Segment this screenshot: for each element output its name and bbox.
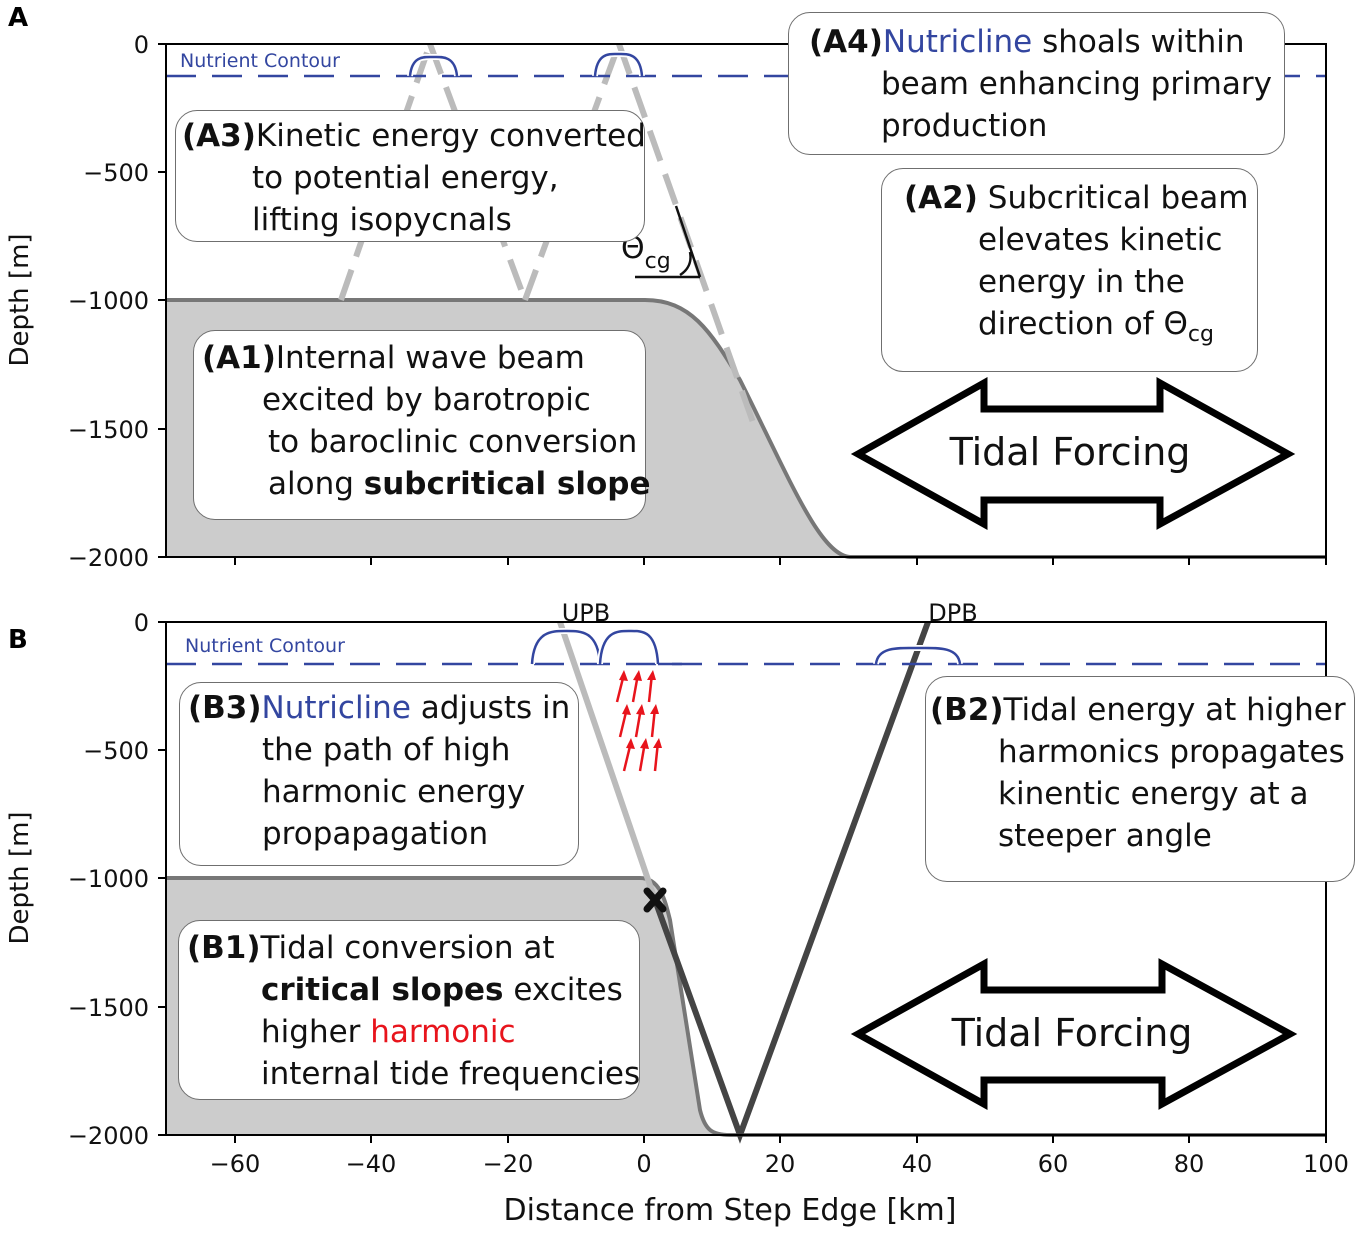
callout-emphasis: subcritical slope <box>363 466 651 502</box>
callout-text: Tidal energy at higher <box>1003 692 1346 728</box>
callout-text: beam enhancing primary <box>881 66 1272 102</box>
red-arrow-icon <box>615 670 628 703</box>
panel-b-ytick: −500 <box>83 737 149 765</box>
xtick-label: 80 <box>1174 1150 1205 1178</box>
xtick-label: 60 <box>1038 1150 1069 1178</box>
xtick-label: −40 <box>346 1150 397 1178</box>
panel-a-yaxis <box>158 43 166 558</box>
xtick-label: −20 <box>483 1150 534 1178</box>
xtick-label: 100 <box>1303 1150 1349 1178</box>
callout-text: lifting isopycnals <box>252 202 512 238</box>
panel-a-ytick: 0 <box>134 31 149 59</box>
callout-text: Subcritical beam <box>987 180 1249 216</box>
theta-cg-marker <box>635 205 702 279</box>
xaxis-label: Distance from Step Edge [km] <box>504 1193 957 1228</box>
panel-a-ytick: −2000 <box>68 544 149 572</box>
callout-text: internal tide frequencies <box>261 1056 641 1092</box>
callout-text: excited by barotropic <box>262 382 591 418</box>
callout-text: shoals within <box>1032 24 1245 60</box>
xtick-label: 20 <box>765 1150 796 1178</box>
callout-text: kinentic energy at a <box>998 776 1309 812</box>
callout-emphasis: critical slopes <box>261 972 504 1008</box>
callout-tag: (B1) <box>187 930 261 966</box>
critical-point-x-icon <box>643 887 667 913</box>
beam-upb-light <box>557 621 658 901</box>
panel-a-tidal-forcing-label: Tidal Forcing <box>949 430 1191 474</box>
nutricline-term: Nutricline <box>261 690 411 726</box>
callout-a3: (A3)Kinetic energy converted to potentia… <box>175 110 646 242</box>
panel-a-label: A <box>8 3 28 33</box>
panel-a-ylabel: Depth [m] <box>5 233 35 366</box>
callout-tag: (A3) <box>182 118 256 154</box>
panel-b-ytick: −1500 <box>68 994 149 1022</box>
callout-a2: (A2) Subcritical beam elevates kinetic e… <box>881 168 1258 372</box>
panel-a-ytick: −1500 <box>68 416 149 444</box>
callout-text: direction of Θ <box>978 306 1188 342</box>
callout-a1: (A1)Internal wave beam excited by barotr… <box>193 330 651 520</box>
callout-b1: (B1)Tidal conversion at critical slopes … <box>178 920 640 1100</box>
panel-b-ytick: 0 <box>134 609 149 637</box>
panel-b-ytick: −2000 <box>68 1122 149 1150</box>
panel-a-ytick: −500 <box>83 159 149 187</box>
callout-text: energy in the <box>978 264 1185 300</box>
panel-b-ytick: −1000 <box>68 865 149 893</box>
callout-b2: (B2)Tidal energy at higher harmonics pro… <box>925 676 1355 882</box>
xtick-label: 40 <box>902 1150 933 1178</box>
panel-b-tidal-forcing-label: Tidal Forcing <box>951 1011 1193 1055</box>
xtick-label: −60 <box>210 1150 261 1178</box>
panel-b-nutrient-contour <box>166 627 1326 666</box>
beam-dark <box>652 620 931 1144</box>
callout-text: to potential energy, <box>252 160 559 196</box>
red-arrow-icon <box>618 704 631 738</box>
callout-text: Internal wave beam <box>275 340 585 376</box>
panel-a-tidal-forcing-arrow <box>850 377 1296 530</box>
panel-b-xaxis <box>234 1135 1327 1143</box>
panel-b-label: B <box>8 625 28 655</box>
callout-text: adjusts in <box>410 690 571 726</box>
callout-text: production <box>881 108 1048 144</box>
red-arrow-icon <box>650 704 659 738</box>
panel-a-nutrient-label: Nutrient Contour <box>180 50 340 72</box>
callout-text: propapagation <box>262 816 489 852</box>
xtick-label: 0 <box>636 1150 651 1178</box>
panel-b-nutrient-label: Nutrient Contour <box>185 635 345 657</box>
callout-text: excites <box>503 972 623 1008</box>
red-arrow-icon <box>622 738 635 772</box>
red-arrow-icon <box>638 738 649 772</box>
callout-text: harmonic energy <box>262 774 526 810</box>
panel-b-tidal-forcing-arrow <box>850 958 1298 1110</box>
harmonic-arrows <box>615 670 662 772</box>
callout-text: higher <box>261 1014 371 1050</box>
callout-a4: (A4)Nutricline shoals within beam enhanc… <box>788 12 1285 155</box>
panel-a-ytick: −1000 <box>68 287 149 315</box>
callout-text: the path of high <box>262 732 511 768</box>
nutricline-term: Nutricline <box>882 24 1033 60</box>
callout-b3: (B3)Nutricline adjusts in the path of hi… <box>179 682 579 866</box>
callout-tag: (B3) <box>188 690 262 726</box>
callout-text: harmonics propagates <box>998 734 1345 770</box>
panel-a-topography-line <box>166 298 1326 559</box>
callout-text: Tidal conversion at <box>260 930 555 966</box>
red-arrow-icon <box>653 738 662 772</box>
panel-b-ylabel: Depth [m] <box>5 811 35 944</box>
callout-text: to baroclinic conversion <box>268 424 638 460</box>
callout-text: elevates kinetic <box>978 222 1223 258</box>
callout-text: along <box>268 466 364 502</box>
panel-a-xaxis <box>234 557 1327 565</box>
panel-b-yaxis <box>158 621 166 1136</box>
callout-tag: (A2) <box>904 180 978 216</box>
callout-tag: (A4) <box>809 24 883 60</box>
red-arrow-icon <box>634 704 645 738</box>
callout-subscript: cg <box>1187 322 1214 348</box>
callout-text: Kinetic energy converted <box>255 118 646 154</box>
red-arrow-icon <box>631 670 642 703</box>
harmonic-term: harmonic <box>370 1014 516 1050</box>
callout-tag: (A1) <box>202 340 276 376</box>
callout-tag: (B2) <box>930 692 1004 728</box>
callout-text: steeper angle <box>998 818 1212 854</box>
red-arrow-icon <box>647 670 656 703</box>
